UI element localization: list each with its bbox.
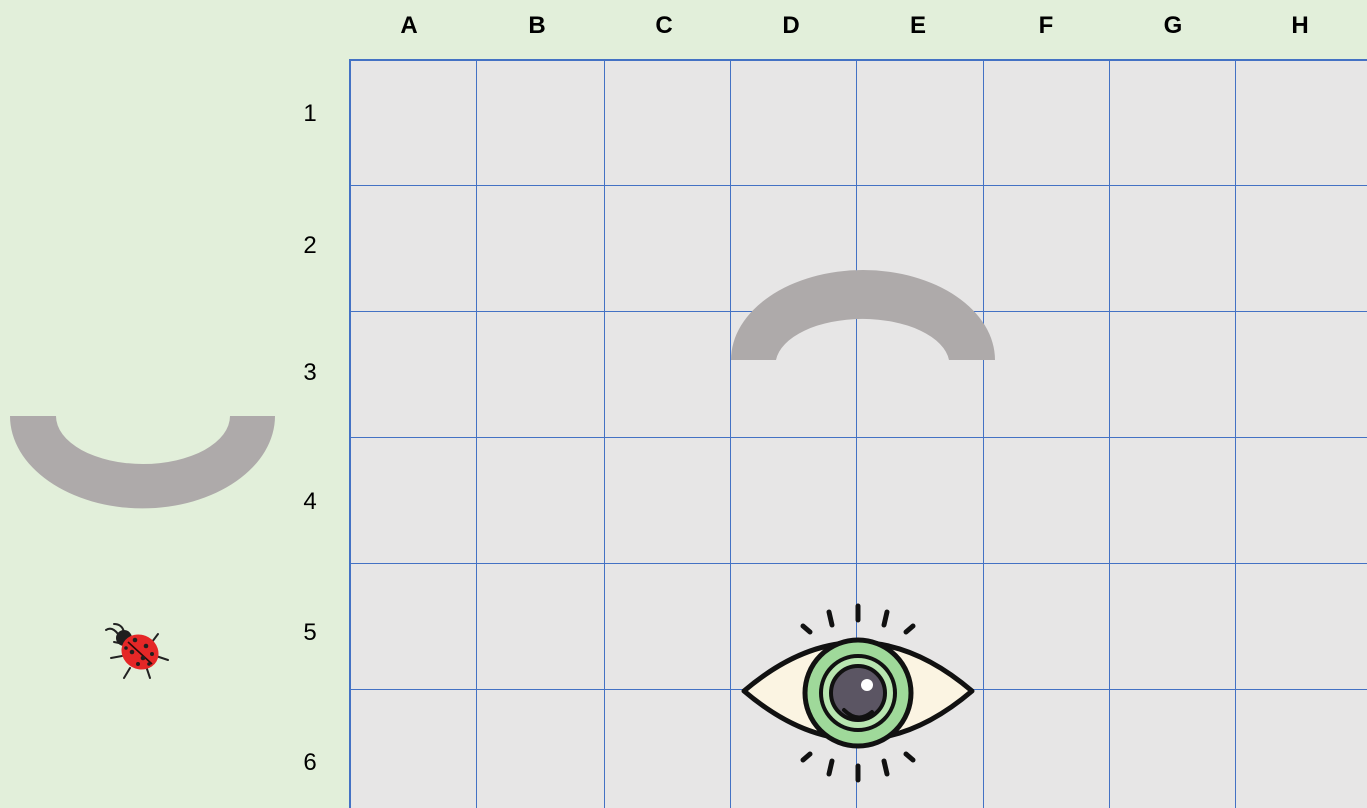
column-label-e: E bbox=[855, 12, 981, 40]
board-cell-f4[interactable] bbox=[984, 438, 1110, 564]
board-cell-h2[interactable] bbox=[1236, 186, 1367, 312]
column-label-d: D bbox=[728, 12, 854, 40]
board-cell-g6[interactable] bbox=[1110, 690, 1236, 808]
board-cell-a6[interactable] bbox=[351, 690, 477, 808]
column-label-c: C bbox=[601, 12, 727, 40]
board-cell-g4[interactable] bbox=[1110, 438, 1236, 564]
board-cell-c5[interactable] bbox=[605, 564, 731, 690]
ladybug-piece[interactable] bbox=[102, 622, 174, 684]
board-cell-h6[interactable] bbox=[1236, 690, 1367, 808]
board-cell-a3[interactable] bbox=[351, 312, 477, 438]
board-cell-f2[interactable] bbox=[984, 186, 1110, 312]
board-cell-c6[interactable] bbox=[605, 690, 731, 808]
board-cell-b5[interactable] bbox=[477, 564, 605, 690]
board-cell-c3[interactable] bbox=[605, 312, 731, 438]
row-label-1: 1 bbox=[280, 100, 340, 128]
board-cell-g3[interactable] bbox=[1110, 312, 1236, 438]
ladybug-icon bbox=[106, 624, 168, 678]
board-arc-piece[interactable] bbox=[730, 268, 996, 362]
column-label-h: H bbox=[1237, 12, 1363, 40]
eye-piece[interactable] bbox=[740, 600, 976, 786]
eye-icon bbox=[744, 606, 972, 780]
column-label-a: A bbox=[346, 12, 472, 40]
board-cell-a4[interactable] bbox=[351, 438, 477, 564]
board-cell-e1[interactable] bbox=[857, 61, 984, 186]
board-cell-b2[interactable] bbox=[477, 186, 605, 312]
board-cell-a5[interactable] bbox=[351, 564, 477, 690]
board-cell-f5[interactable] bbox=[984, 564, 1110, 690]
board-cell-f1[interactable] bbox=[984, 61, 1110, 186]
board-cell-h3[interactable] bbox=[1236, 312, 1367, 438]
board-cell-b6[interactable] bbox=[477, 690, 605, 808]
board-cell-f6[interactable] bbox=[984, 690, 1110, 808]
board-cell-e4[interactable] bbox=[857, 438, 984, 564]
board-cell-d1[interactable] bbox=[731, 61, 857, 186]
board-cell-b3[interactable] bbox=[477, 312, 605, 438]
row-label-3: 3 bbox=[280, 359, 340, 387]
column-label-f: F bbox=[983, 12, 1109, 40]
board-cell-g1[interactable] bbox=[1110, 61, 1236, 186]
gray-arc-icon bbox=[731, 270, 995, 360]
board-cell-g2[interactable] bbox=[1110, 186, 1236, 312]
board-cell-c1[interactable] bbox=[605, 61, 731, 186]
tray-arc-piece[interactable] bbox=[10, 414, 276, 510]
board-cell-c4[interactable] bbox=[605, 438, 731, 564]
row-label-4: 4 bbox=[280, 488, 340, 516]
board-cell-b4[interactable] bbox=[477, 438, 605, 564]
column-label-g: G bbox=[1110, 12, 1236, 40]
gray-arc-icon bbox=[10, 416, 275, 508]
board-cell-a1[interactable] bbox=[351, 61, 477, 186]
board-cell-h1[interactable] bbox=[1236, 61, 1367, 186]
row-label-5: 5 bbox=[280, 619, 340, 647]
board-cell-a2[interactable] bbox=[351, 186, 477, 312]
board-cell-d4[interactable] bbox=[731, 438, 857, 564]
row-label-6: 6 bbox=[280, 749, 340, 777]
board-cell-b1[interactable] bbox=[477, 61, 605, 186]
board-cell-h4[interactable] bbox=[1236, 438, 1367, 564]
board-cell-c2[interactable] bbox=[605, 186, 731, 312]
board-cell-f3[interactable] bbox=[984, 312, 1110, 438]
column-label-b: B bbox=[474, 12, 600, 40]
row-label-2: 2 bbox=[280, 232, 340, 260]
board-cell-g5[interactable] bbox=[1110, 564, 1236, 690]
board-cell-h5[interactable] bbox=[1236, 564, 1367, 690]
